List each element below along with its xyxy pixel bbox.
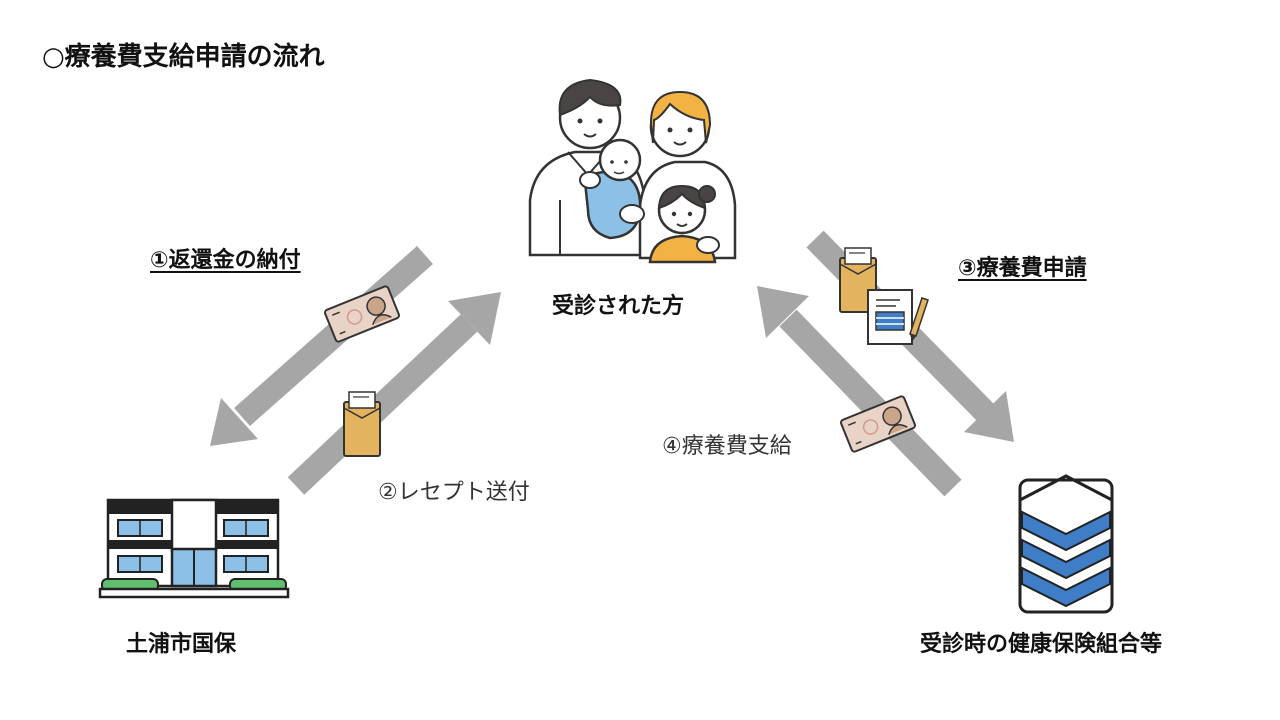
- step1-label: ①返還金の納付: [150, 248, 301, 273]
- step4-label: ④療養費支給: [662, 434, 792, 459]
- step2-label: ②レセプト送付: [378, 480, 530, 505]
- patient-label: 受診された方: [552, 294, 685, 319]
- application-form-icon: [867, 289, 929, 345]
- arrow-receipt-send: [287, 292, 501, 495]
- page-title: ○療養費支給申請の流れ: [42, 42, 325, 72]
- arrow-return-payment: [210, 246, 433, 446]
- city-insurance-label: 土浦市国保: [126, 632, 237, 657]
- arrow-medical-payment: [757, 286, 962, 497]
- city-hall-icon: [98, 498, 290, 599]
- family-illustration: [528, 78, 737, 264]
- banknote-icon: [323, 284, 401, 344]
- step3-label: ③療養費申請: [958, 256, 1087, 281]
- insurance-server-icon: [1018, 474, 1114, 614]
- envelope-icon: [343, 391, 381, 457]
- health-insurance-label: 受診時の健康保険組合等: [920, 632, 1163, 657]
